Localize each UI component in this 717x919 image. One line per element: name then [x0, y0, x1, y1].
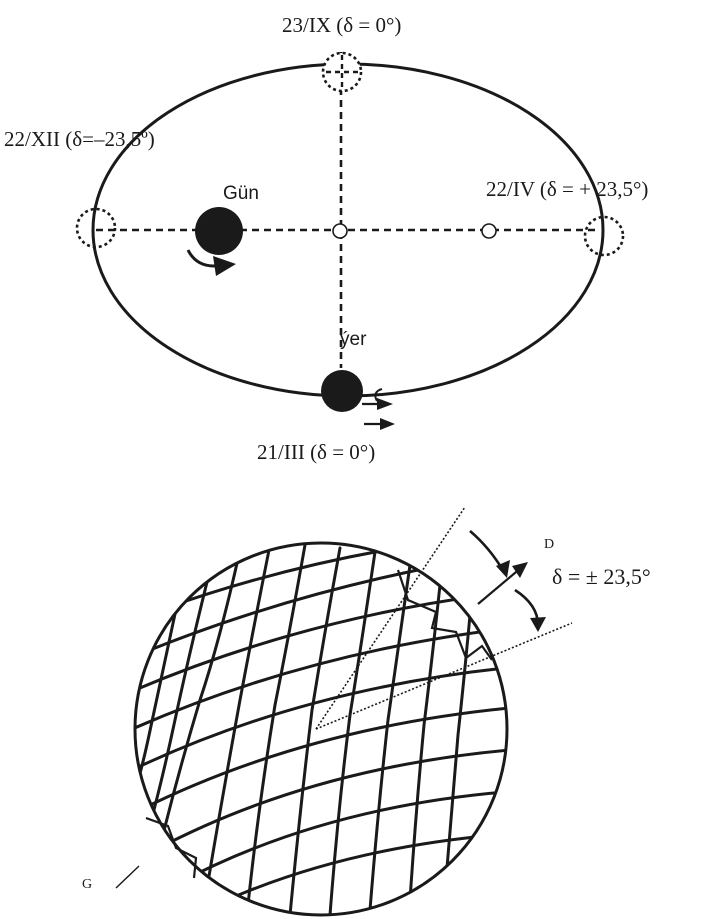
- tilt-indicator-arrow: [477, 566, 523, 605]
- globe-graticule: [135, 543, 507, 915]
- label-south-mark: G: [82, 877, 92, 892]
- label-march-equinox: 21/III (δ = 0°): [257, 440, 375, 464]
- south-pointer-line: [115, 865, 140, 889]
- earth-disc: [321, 370, 363, 412]
- earth-orbit-direction-arrowhead: [377, 398, 393, 410]
- parallel-line: [135, 593, 487, 692]
- label-earth: ýer: [340, 329, 367, 350]
- orbit-focus-point: [481, 223, 497, 239]
- parallel-line: [138, 706, 507, 812]
- meridian-line: [135, 598, 180, 832]
- globe-outline: [133, 541, 509, 917]
- position-marker-left: [75, 207, 117, 249]
- meridian-line: [368, 563, 412, 912]
- globe-coastline-northeast: [396, 569, 493, 661]
- meridian-line: [408, 583, 442, 902]
- label-june-solstice: 22/IV (δ = + 23,5°): [486, 177, 648, 201]
- position-marker-right: [583, 215, 625, 257]
- earth-axis-arrowhead: [380, 418, 395, 430]
- label-september-equinox: 23/IX (δ = 0°): [282, 13, 401, 37]
- orbit-center-point: [332, 223, 348, 239]
- parallel-line: [153, 748, 507, 852]
- tilt-arc-upper-arrowhead: [496, 560, 510, 578]
- sun-rotation-arrowhead: [213, 256, 236, 276]
- orbit-diagram: 23/IX (δ = 0°) 22/XII (δ=–23,5º) 22/IV (…: [4, 13, 648, 464]
- meridian-line: [148, 548, 242, 892]
- earth-rotation-axis: [315, 506, 466, 730]
- sun-rotation-arrow: [186, 249, 227, 268]
- label-sun: Gün: [223, 183, 259, 204]
- label-december-solstice: 22/XII (δ=–23,5º): [4, 127, 155, 151]
- label-north-mark: D: [544, 537, 554, 552]
- parallel-line: [135, 666, 507, 772]
- earth-spin-arc: [374, 388, 383, 402]
- tilt-indicator-arrowhead: [512, 562, 528, 578]
- sun-disc: [195, 207, 243, 255]
- label-axis-tilt: δ = ± 23,5°: [552, 564, 651, 589]
- globe-coastline-southwest: [145, 816, 198, 879]
- globe-diagram: δ = ± 23,5° D G: [82, 506, 651, 917]
- meridian-line: [203, 543, 272, 902]
- meridian-line: [288, 546, 342, 915]
- parallel-line: [173, 790, 507, 887]
- tilt-arc-lower-arrowhead: [530, 617, 546, 632]
- position-marker-top: [321, 51, 363, 93]
- parallel-line: [135, 628, 497, 732]
